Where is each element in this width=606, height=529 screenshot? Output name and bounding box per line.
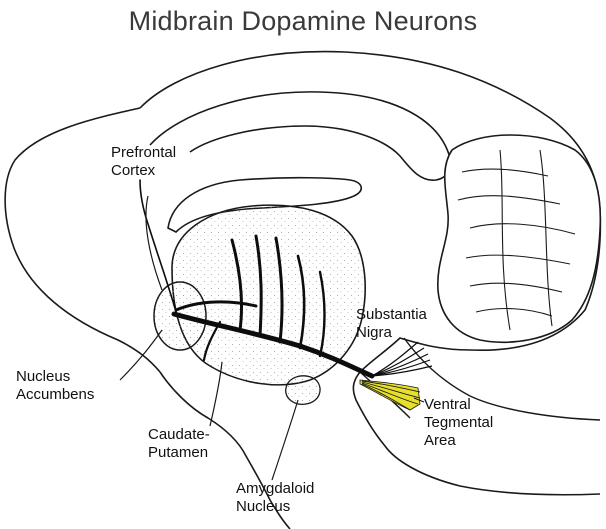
label-line: Nigra [356, 324, 427, 342]
label-line: Amygdaloid [236, 480, 314, 498]
label-ventral-tegmental-area: Ventral Tegmental Area [424, 396, 493, 450]
label-caudate-putamen: Caudate- Putamen [148, 426, 210, 462]
label-line: Nucleus [236, 498, 314, 516]
label-nucleus-accumbens: Nucleus Accumbens [16, 368, 94, 404]
label-amygdaloid-nucleus: Amygdaloid Nucleus [236, 480, 314, 516]
label-line: Area [424, 432, 493, 450]
label-line: Caudate- [148, 426, 210, 444]
label-line: Ventral [424, 396, 493, 414]
label-substantia-nigra: Substantia Nigra [356, 306, 427, 342]
label-line: Prefrontal [111, 144, 176, 162]
amygdala-region [286, 376, 320, 404]
cerebellum [438, 135, 601, 342]
label-line: Putamen [148, 444, 210, 462]
label-line: Accumbens [16, 386, 94, 404]
label-prefrontal-cortex: Prefrontal Cortex [111, 144, 176, 180]
label-line: Cortex [111, 162, 176, 180]
label-line: Nucleus [16, 368, 94, 386]
vta-projections [360, 380, 420, 410]
substantia-nigra-projections [372, 342, 432, 376]
label-line: Substantia [356, 306, 427, 324]
cingulate-arc [150, 92, 450, 180]
label-line: Tegmental [424, 414, 493, 432]
